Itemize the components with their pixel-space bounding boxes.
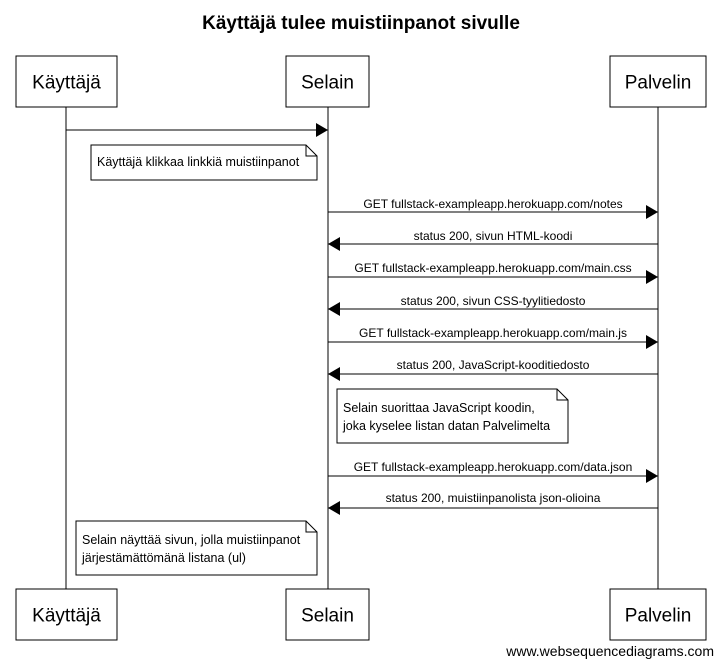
participant-box-bottom-palvelin: Palvelin	[609, 588, 707, 641]
message-label: GET fullstack-exampleapp.herokuapp.com/m…	[354, 261, 631, 275]
message-arrow: status 200, muistiinpanolista json-olioi…	[328, 491, 658, 515]
note-text: joka kyselee listan datan Palvelimelta	[342, 419, 550, 433]
message-arrow: status 200, sivun HTML-koodi	[328, 229, 658, 251]
note-text: Käyttäjä klikkaa linkkiä muistiinpanot	[97, 155, 300, 169]
participant-box-bottom-kayttaja: Käyttäjä	[15, 588, 118, 641]
note-selain-nayttaa: Selain näyttää sivun, jolla muistiinpano…	[75, 520, 318, 576]
participant-label: Selain	[301, 606, 354, 627]
message-label: GET fullstack-exampleapp.herokuapp.com/d…	[354, 460, 633, 474]
participant-label: Selain	[301, 73, 354, 94]
message-label: status 200, JavaScript-kooditiedosto	[397, 358, 590, 372]
participant-label: Käyttäjä	[32, 606, 101, 627]
message-label: status 200, sivun CSS-tyylitiedosto	[401, 294, 586, 308]
participant-box-top-kayttaja: Käyttäjä	[15, 55, 118, 108]
note-text: Selain suorittaa JavaScript koodin,	[343, 401, 535, 415]
participant-label: Palvelin	[625, 73, 692, 94]
footer-watermark[interactable]: www.websequencediagrams.com	[505, 643, 714, 659]
message-arrow: status 200, JavaScript-kooditiedosto	[328, 358, 658, 381]
note-text: järjestämättömänä listana (ul)	[81, 551, 246, 565]
message-arrow: GET fullstack-exampleapp.herokuapp.com/n…	[328, 197, 658, 219]
note-selain-suorittaa: Selain suorittaa JavaScript koodin, joka…	[336, 388, 569, 444]
participant-box-top-palvelin: Palvelin	[609, 55, 707, 108]
message-label: status 200, muistiinpanolista json-olioi…	[386, 491, 601, 505]
participant-label: Käyttäjä	[32, 73, 101, 94]
note-text: Selain näyttää sivun, jolla muistiinpano…	[82, 533, 301, 547]
message-arrow: GET fullstack-exampleapp.herokuapp.com/m…	[328, 326, 658, 349]
participant-box-bottom-selain: Selain	[285, 588, 370, 641]
diagram-title: Käyttäjä tulee muistiinpanot sivulle	[202, 13, 520, 34]
message-label: GET fullstack-exampleapp.herokuapp.com/n…	[363, 197, 622, 211]
note-kayttaja-klikkaa: Käyttäjä klikkaa linkkiä muistiinpanot	[90, 144, 318, 181]
message-arrow: status 200, sivun CSS-tyylitiedosto	[328, 294, 658, 316]
message-label: status 200, sivun HTML-koodi	[414, 229, 573, 243]
participant-label: Palvelin	[625, 606, 692, 627]
message-label: GET fullstack-exampleapp.herokuapp.com/m…	[359, 326, 627, 340]
participant-box-top-selain: Selain	[285, 55, 370, 108]
message-arrow: GET fullstack-exampleapp.herokuapp.com/d…	[328, 460, 658, 483]
message-arrow: GET fullstack-exampleapp.herokuapp.com/m…	[328, 261, 658, 284]
